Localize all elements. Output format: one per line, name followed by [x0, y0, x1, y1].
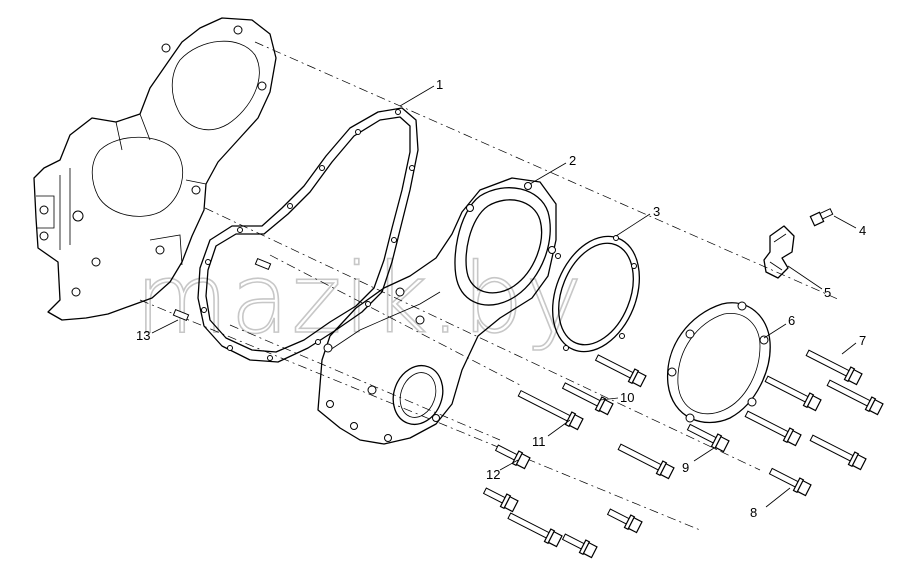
assembly-axis-lines [139, 41, 841, 531]
bolt [764, 375, 822, 412]
bolt [561, 533, 598, 559]
callout-leaders [151, 85, 857, 508]
bolt [606, 508, 643, 534]
bolt [744, 410, 802, 447]
small-cover [666, 301, 771, 424]
bolt [482, 487, 519, 513]
bolts [482, 349, 884, 559]
callout-8: 8 [750, 505, 757, 520]
bolt [494, 444, 531, 470]
callout-5: 5 [824, 285, 831, 300]
bolt [768, 467, 812, 497]
gasket-ring [551, 235, 641, 353]
callout-6: 6 [788, 313, 795, 328]
bolt [826, 379, 884, 416]
callout-10: 10 [620, 390, 634, 405]
callout-4: 4 [859, 223, 866, 238]
callout-11: 11 [532, 434, 546, 449]
callouts: 1 2 3 4 5 6 7 8 9 10 11 12 13 [136, 77, 866, 520]
bolt [594, 354, 647, 388]
sensor-bolt [809, 208, 834, 227]
callout-12: 12 [486, 467, 500, 482]
bolt [561, 382, 614, 416]
gasket-large [197, 107, 419, 363]
sensor [763, 225, 795, 279]
dowel-pins [172, 257, 272, 322]
engine-housing [33, 17, 277, 321]
callout-7: 7 [859, 333, 866, 348]
bolt [617, 443, 675, 480]
front-cover [317, 177, 557, 445]
bolt [517, 389, 584, 431]
bolt [809, 434, 867, 471]
bolt [507, 512, 563, 548]
bolt [805, 349, 863, 386]
callout-3: 3 [653, 204, 660, 219]
callout-1: 1 [436, 77, 443, 92]
callout-2: 2 [569, 153, 576, 168]
bolt [686, 423, 730, 453]
callout-9: 9 [682, 460, 689, 475]
callout-13: 13 [136, 328, 150, 343]
